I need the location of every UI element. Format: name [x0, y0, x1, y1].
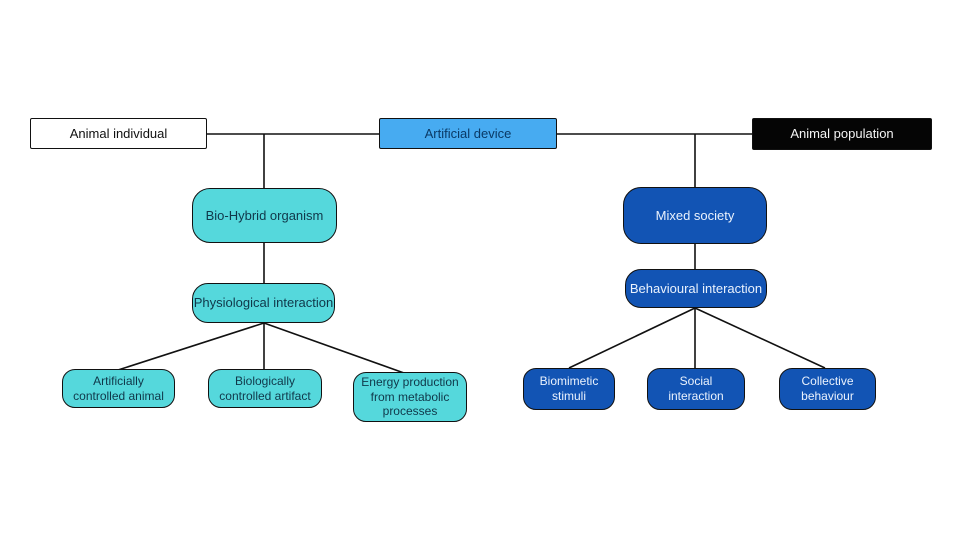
- node-animal-individual: Animal individual: [30, 118, 207, 149]
- node-physiological-interaction: Physiological interaction: [192, 283, 335, 323]
- node-collective-behaviour: Collective behaviour: [779, 368, 876, 410]
- node-bio-hybrid-organism: Bio-Hybrid organism: [192, 188, 337, 243]
- edge-physio-artificially: [117, 322, 265, 371]
- node-social-interaction: Social interaction: [647, 368, 745, 410]
- node-artificially-controlled-animal: Artificially controlled animal: [62, 369, 175, 408]
- edge-behav-biomimetic: [568, 307, 696, 369]
- node-energy-production: Energy production from metabolic process…: [353, 372, 467, 422]
- edge-behav-collective: [694, 307, 826, 369]
- node-animal-population: Animal population: [752, 118, 932, 150]
- node-mixed-society: Mixed society: [623, 187, 767, 244]
- node-artificial-device: Artificial device: [379, 118, 557, 149]
- node-behavioural-interaction: Behavioural interaction: [625, 269, 767, 308]
- edge-physio-energy: [263, 322, 405, 374]
- node-biomimetic-stimuli: Biomimetic stimuli: [523, 368, 615, 410]
- node-biologically-controlled-artifact: Biologically controlled artifact: [208, 369, 322, 408]
